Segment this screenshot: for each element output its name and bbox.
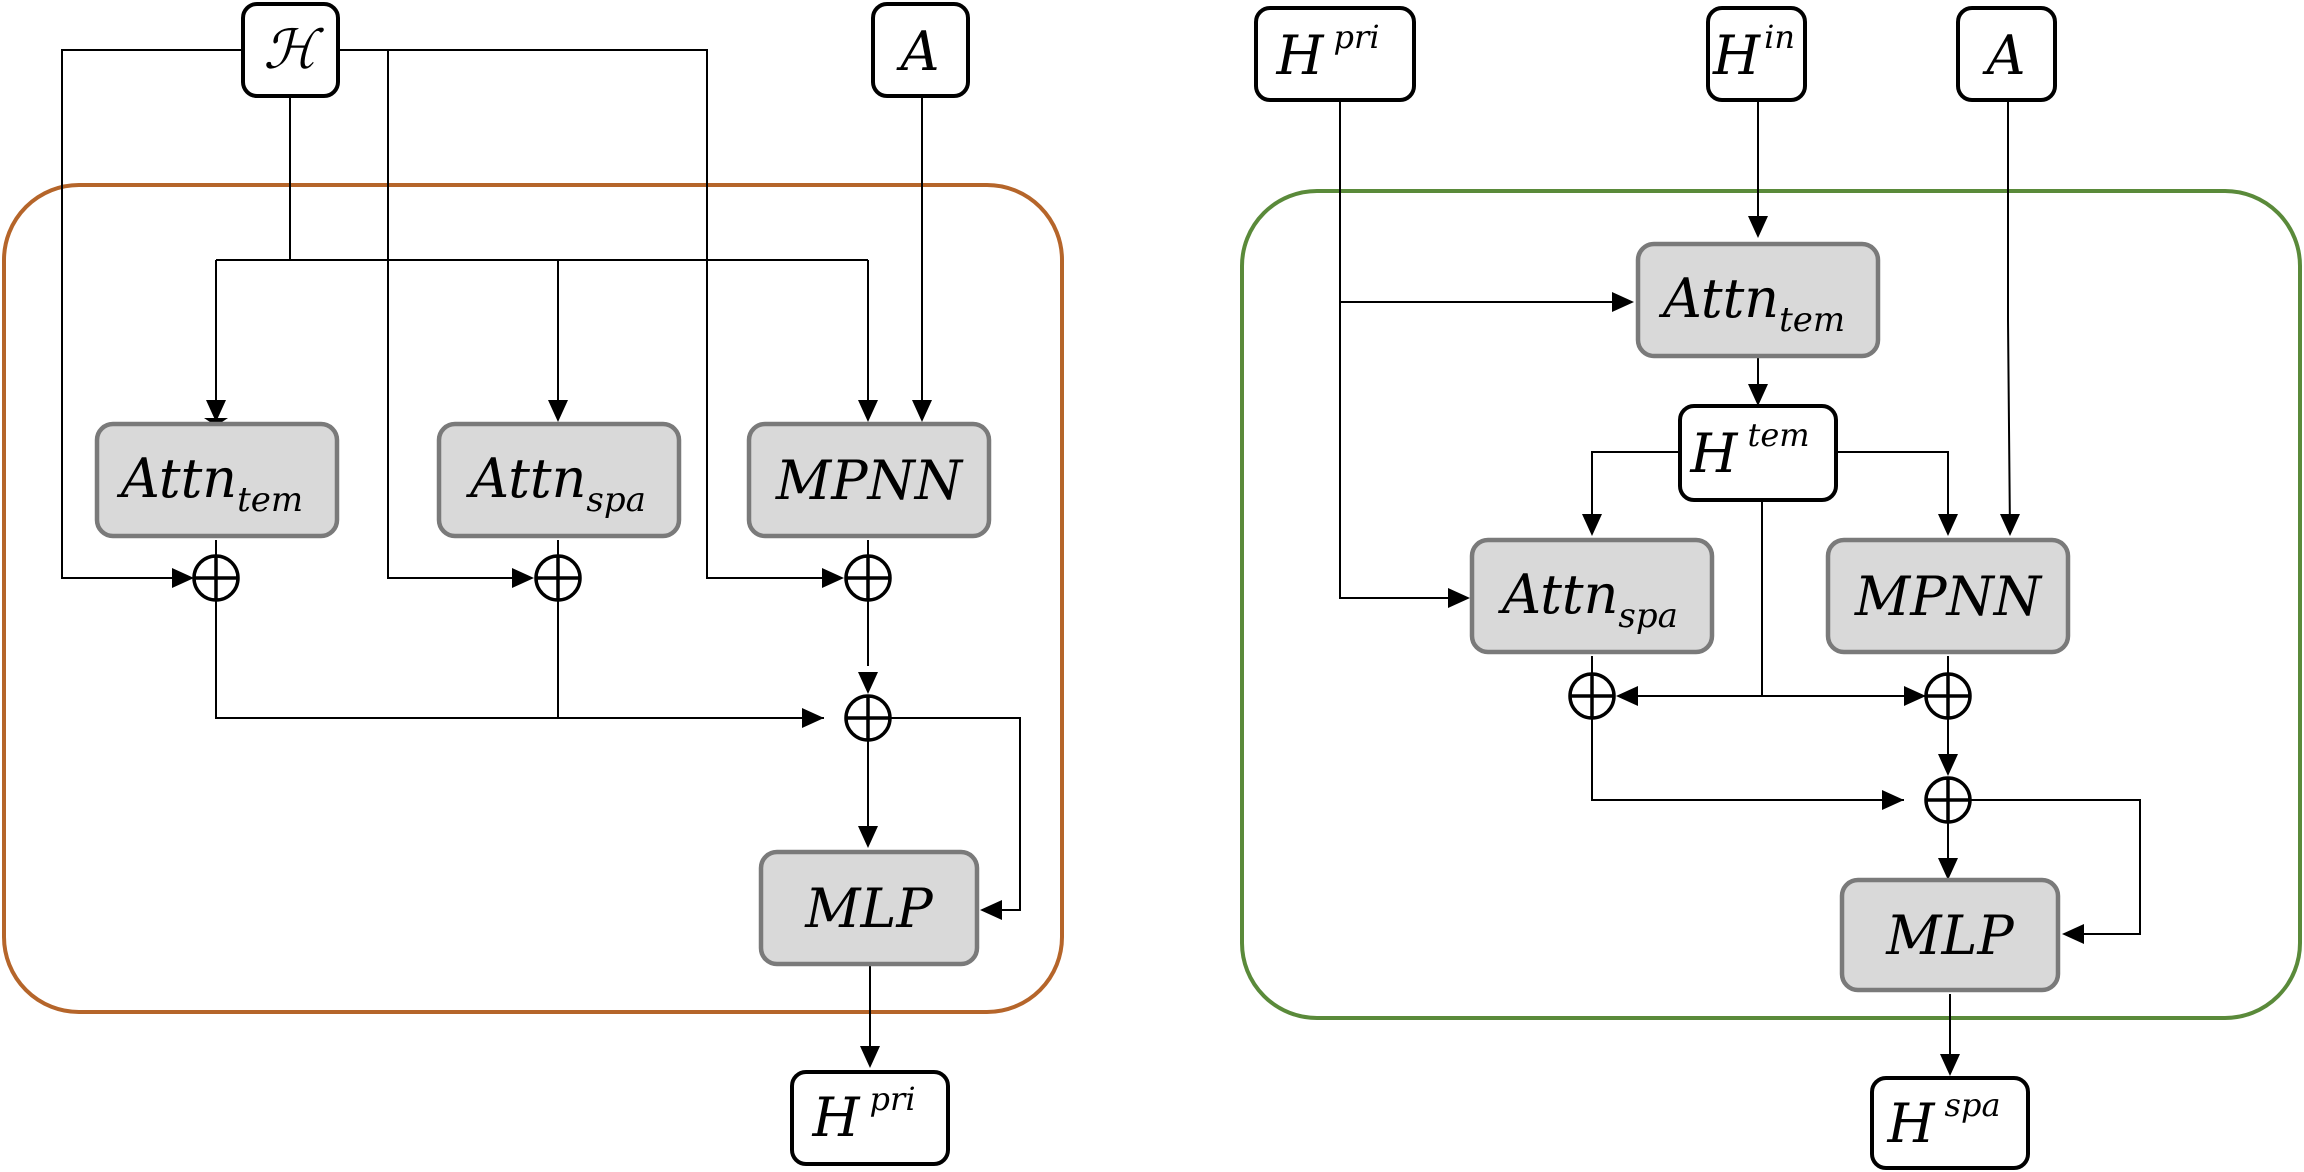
svg-text:Attntem: Attntem (116, 447, 303, 520)
right-mlp-label: MLP (1885, 904, 2015, 967)
right-input-hpri-base: H (1275, 24, 1324, 87)
right-input-a-label: A (1982, 24, 2026, 87)
right-attn-tem-sub: tem (1779, 300, 1845, 340)
left-mlp-block: MLP (758, 849, 980, 967)
right-attn-spa-sub: spa (1618, 596, 1677, 636)
left-output-sup: pri (870, 1080, 916, 1118)
right-attn-tem-block: Attntem (1635, 241, 1881, 359)
left-sum-node-mpnn (844, 554, 892, 602)
right-sum-node-mpnn (1924, 672, 1972, 720)
svg-text:Attntem: Attntem (1658, 267, 1845, 340)
right-input-hin-base: H (1712, 24, 1761, 87)
right-mpnn-label: MPNN (1854, 565, 2043, 628)
left-output-base: H (811, 1086, 860, 1149)
svg-text:Attnspa: Attnspa (465, 447, 646, 520)
left-arrowheads (172, 400, 1002, 1068)
left-sum-node-combine (844, 694, 892, 742)
left-frame (2, 183, 1064, 1014)
right-attn-tem-base: Attn (1658, 267, 1779, 330)
left-input-h-label: ℋ (263, 18, 324, 81)
left-attn-tem-block: Attntem (94, 421, 340, 539)
right-htem-base: H (1689, 422, 1738, 485)
right-input-hin-sup: in (1764, 18, 1795, 56)
right-arrowheads (1448, 216, 2084, 1076)
right-attn-spa-block: Attnspa (1469, 537, 1715, 655)
left-wires (61, 49, 1021, 1064)
right-sum-node-combine (1924, 776, 1972, 824)
right-htem-sup: tem (1747, 416, 1809, 454)
right-mpnn-block: MPNN (1825, 537, 2071, 655)
right-mlp-block: MLP (1839, 877, 2061, 993)
left-mpnn-label: MPNN (775, 449, 964, 512)
right-attn-spa-base: Attn (1497, 563, 1618, 626)
right-output-sup: spa (1945, 1086, 2001, 1124)
left-attn-spa-block: Attnspa (436, 421, 682, 539)
left-mpnn-block: MPNN (746, 421, 992, 539)
left-mlp-label: MLP (804, 877, 934, 940)
right-frame (1240, 189, 2302, 1020)
left-input-a-label: A (896, 20, 940, 83)
left-sum-node-tem (192, 554, 240, 602)
right-input-a: A (1956, 6, 2057, 102)
left-input-a: A (871, 2, 970, 98)
left-input-h: ℋ (241, 2, 340, 98)
left-attn-spa-sub: spa (586, 480, 645, 520)
svg-text:Hin: Hin (1712, 18, 1795, 87)
left-sum-node-spa (534, 554, 582, 602)
left-attn-spa-base: Attn (465, 447, 586, 510)
right-input-hpri-sup: pri (1334, 18, 1380, 56)
left-panel: ℋ A Attntem Attnspa MPNN MLP (2, 2, 1064, 1166)
right-sum-node-spa (1568, 672, 1616, 720)
left-attn-tem-sub: tem (237, 480, 303, 520)
left-attn-tem-base: Attn (116, 447, 237, 510)
right-output-base: H (1886, 1092, 1935, 1155)
right-wires (1339, 100, 2141, 1072)
svg-text:Attnspa: Attnspa (1497, 563, 1678, 636)
